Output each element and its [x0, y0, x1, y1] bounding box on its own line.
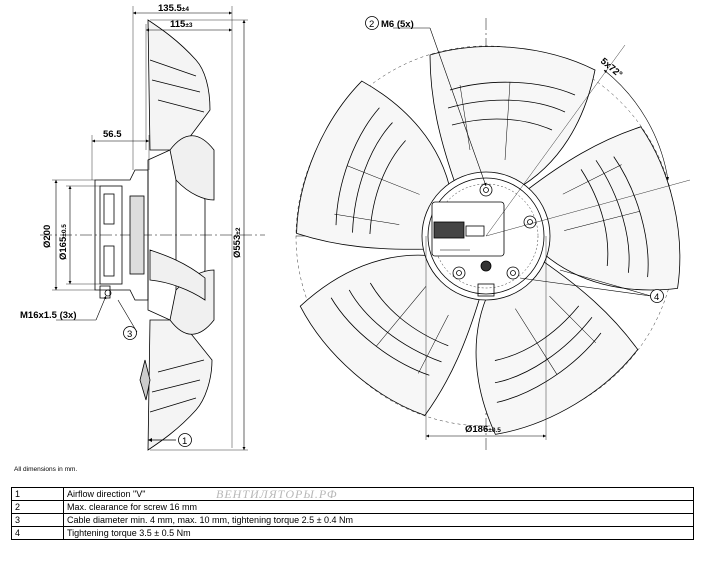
svg-text:1: 1 [182, 436, 187, 447]
legend-row: 2 Max. clearance for screw 16 mm [11, 500, 694, 514]
legend-text: Airflow direction "V" [63, 487, 694, 501]
dim-dia-165: Ø165±0.5 [58, 224, 69, 260]
legend-text: Cable diameter min. 4 mm, max. 10 mm, ti… [63, 513, 694, 527]
svg-text:4: 4 [654, 292, 659, 303]
units-note: All dimensions in mm. [14, 466, 78, 473]
callout-1: 1 [178, 433, 192, 447]
dim-cable-gland: M16x1.5 (3x) [20, 310, 77, 321]
dim-total-depth: 135.5±4 [158, 3, 189, 14]
dim-blade-depth: 115±3 [170, 19, 193, 30]
dim-dia-200: Ø200 [42, 225, 53, 248]
legend-text: Tightening torque 3.5 ± 0.5 Nm [63, 526, 694, 540]
legend-text: Max. clearance for screw 16 mm [63, 500, 694, 514]
legend-number: 3 [11, 513, 64, 527]
callout-3: 3 [123, 326, 137, 340]
watermark: ВЕНТИЛЯТОРЫ.РФ [216, 487, 338, 501]
dim-motor-depth: 56.5 [103, 129, 122, 140]
side-view [40, 6, 265, 451]
technical-drawing: 135.5±4 115±3 56.5 Ø200 Ø165±0.5 Ø553±2 … [20, 3, 691, 451]
callout-4: 4 [650, 289, 664, 303]
legend-number: 2 [11, 500, 64, 514]
callout-2: 2 [365, 16, 379, 30]
legend-table: 1 Airflow direction "V" 2 Max. clearance… [11, 487, 694, 540]
dim-bolt-circle: Ø186±0.5 [465, 424, 501, 435]
legend-number: 1 [11, 487, 64, 501]
legend-row: 1 Airflow direction "V" [11, 487, 694, 501]
svg-text:3: 3 [127, 329, 132, 340]
legend-row: 3 Cable diameter min. 4 mm, max. 10 mm, … [11, 513, 694, 527]
front-view [295, 18, 691, 450]
legend-number: 4 [11, 526, 64, 540]
svg-text:2: 2 [369, 19, 374, 30]
legend-row: 4 Tightening torque 3.5 ± 0.5 Nm [11, 526, 694, 540]
dim-screw: M6 (5x) [381, 19, 414, 30]
dim-dia-553: Ø553±2 [232, 227, 243, 258]
